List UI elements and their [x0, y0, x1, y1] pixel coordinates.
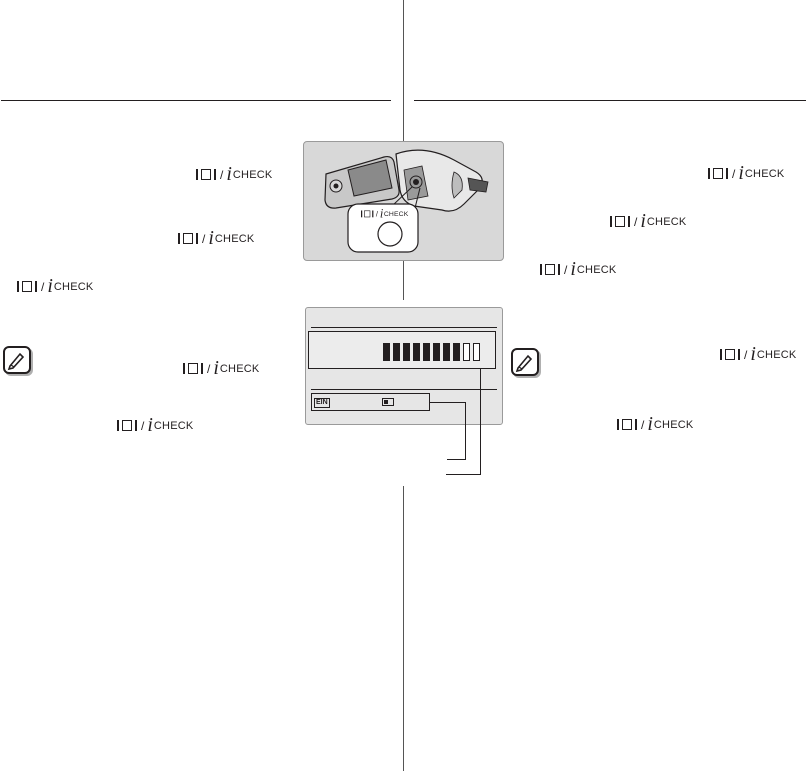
slash: /	[732, 167, 736, 181]
check-label: CHECK	[53, 281, 94, 293]
slash: /	[220, 168, 224, 182]
check-label: CHECK	[214, 233, 255, 245]
info-i-glyph: i	[147, 414, 153, 436]
leader-status-v	[465, 402, 466, 460]
info-i-glyph: i	[738, 162, 744, 184]
info-i-glyph: i	[379, 206, 384, 221]
info-i-glyph: i	[226, 163, 232, 185]
slash: /	[744, 348, 748, 362]
display-button-icon	[540, 264, 560, 275]
battery-segment	[463, 343, 470, 361]
lcd-top-rule	[311, 327, 497, 328]
column-divider-bottom	[403, 486, 404, 771]
check-label: CHECK	[646, 216, 687, 228]
battery-segment	[453, 343, 460, 361]
slash: /	[41, 280, 45, 294]
leader-status-h	[430, 402, 466, 403]
display-check-button-ref: / i CHECK	[610, 210, 687, 232]
leader-bar-v	[480, 369, 481, 475]
check-label: CHECK	[744, 168, 785, 180]
status-box: EIN	[311, 393, 430, 411]
battery-segment	[413, 343, 420, 361]
leader-bar-out	[446, 474, 481, 475]
left-header-rule	[1, 100, 391, 101]
display-check-button-ref: / i CHECK	[617, 413, 694, 435]
check-label: CHECK	[153, 420, 194, 432]
info-i-glyph: i	[640, 210, 646, 232]
display-button-icon	[117, 420, 137, 431]
check-label: CHECK	[232, 169, 273, 181]
slash: /	[207, 362, 211, 376]
display-check-button-ref: / i CHECK	[708, 162, 785, 184]
display-button-icon	[178, 233, 198, 244]
info-i-glyph: i	[213, 357, 219, 379]
display-check-button-ref: / i CHECK	[17, 275, 94, 297]
display-button-icon	[720, 349, 740, 360]
battery-segment	[423, 343, 430, 361]
right-header-rule	[414, 100, 806, 101]
battery-segment	[473, 343, 480, 361]
info-i-glyph: i	[208, 227, 214, 249]
slash: /	[564, 263, 568, 277]
check-label: CHECK	[756, 349, 797, 361]
display-check-button-ref: / i CHECK	[178, 227, 255, 249]
slash: /	[141, 419, 145, 433]
note-pencil-icon	[3, 346, 31, 374]
display-check-button-ref: / i CHECK	[117, 414, 194, 436]
display-check-button-ref: / i CHECK	[720, 343, 797, 365]
display-check-button-ref: / i CHECK	[183, 357, 260, 379]
display-check-button-ref: / i CHECK	[540, 258, 617, 280]
info-i-glyph: i	[750, 343, 756, 365]
display-button-icon	[617, 419, 637, 430]
display-button-icon	[361, 210, 374, 218]
info-i-glyph: i	[647, 413, 653, 435]
status-icon-left: EIN	[314, 398, 330, 408]
display-button-icon	[196, 169, 216, 180]
display-check-button-ref: / i CHECK	[196, 163, 273, 185]
display-button-icon	[183, 363, 203, 374]
display-button-icon	[610, 216, 630, 227]
check-label: CHECK	[383, 210, 409, 218]
lcd-bottom-rule	[311, 389, 497, 390]
battery-segment	[393, 343, 400, 361]
battery-segment	[383, 343, 390, 361]
info-i-glyph: i	[47, 275, 53, 297]
illustration-button-label: / i CHECK	[361, 206, 409, 221]
display-button-icon	[17, 281, 37, 292]
note-pencil-icon	[511, 348, 539, 376]
check-label: CHECK	[576, 264, 617, 276]
slash: /	[202, 232, 206, 246]
check-label: CHECK	[653, 419, 694, 431]
slash: /	[375, 209, 378, 219]
battery-segment	[433, 343, 440, 361]
camcorder-illustration: / i CHECK	[303, 141, 504, 261]
battery-segment	[443, 343, 450, 361]
display-button-icon	[708, 168, 728, 179]
slash: /	[634, 215, 638, 229]
info-i-glyph: i	[570, 258, 576, 280]
battery-small-icon	[382, 398, 394, 406]
check-label: CHECK	[219, 363, 260, 375]
battery-segment	[403, 343, 410, 361]
leader-status-out	[447, 459, 466, 460]
slash: /	[641, 418, 645, 432]
